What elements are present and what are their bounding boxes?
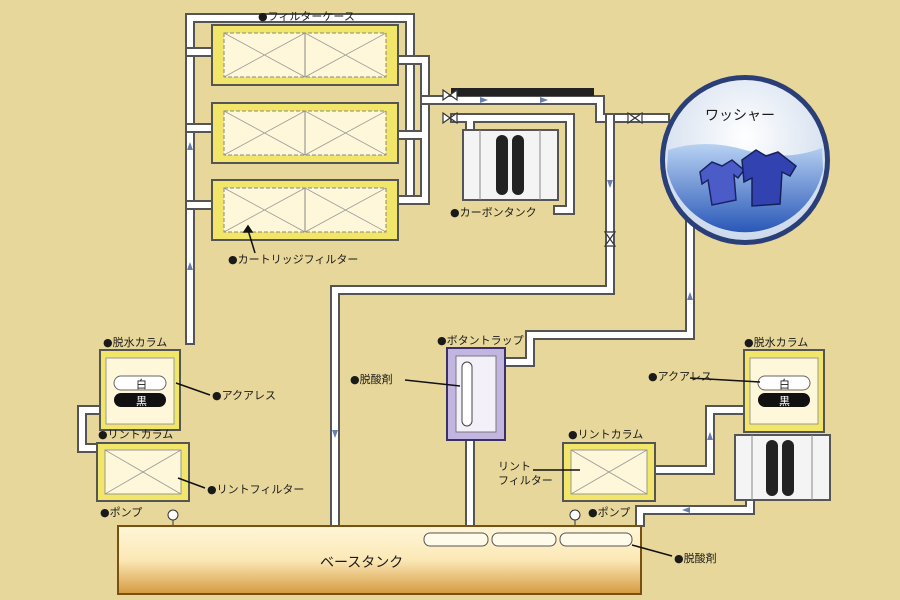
label-filter-case: ●フィルターケース [258,10,355,23]
washer [660,75,830,245]
label-button-trap: ●ボタントラップ [437,334,524,347]
label-dehydration-left: ●脱水カラム [103,335,167,349]
base-tank [117,525,642,595]
label-washer: ワッシャー [705,108,775,124]
leader-lines [175,224,761,557]
right-cartridge-unit [734,434,831,501]
dehydration-column-right [743,349,825,433]
label-deacidifier-mid: ●脱酸剤 [350,372,393,386]
pump-right-icon [569,509,581,528]
deacidifier-cartridge-2 [491,532,557,547]
label-lint-column-left: ●リントカラム [98,428,173,441]
button-trap [446,347,506,441]
filter-case-2 [211,102,399,164]
valves [442,88,643,247]
label-dehydration-right: ●脱水カラム [744,335,808,349]
carbon-tank [462,129,559,201]
valve-1 [442,88,458,102]
filter-case-1 [211,24,399,86]
label-lint-column-right: ●リントカラム [568,428,643,441]
label-deacidifier-bottom: ●脱酸剤 [674,551,717,565]
filter-case-3 [211,179,399,241]
lint-column-left [96,442,190,502]
label-black-left: 黒 [136,395,147,408]
lint-column-right [562,442,656,502]
label-lint-filter-left: ●リントフィルター [207,483,304,496]
valve-2 [442,111,458,125]
shirt-icon [699,159,746,206]
flow-arrows [187,97,713,513]
labels: ●フィルターケース ●カートリッジフィルター ●カーボンタンク ワッシャー ●脱… [98,10,808,571]
label-white-right: 白 [779,377,790,391]
label-lint-filter-right-1: リント [498,460,531,473]
valve-3 [627,111,643,125]
label-lint-filter-right-2: フィルター [498,474,553,487]
label-pump-left: ●ポンプ [100,506,142,519]
label-black-right: 黒 [779,395,790,408]
label-aqualess-right: ●アクアレス [648,370,712,383]
label-base-tank: ベースタンク [320,555,403,571]
label-aqualess-left: ●アクアレス [212,389,276,402]
deacidifier-cartridge-3 [559,532,633,547]
shirt-icon-2 [741,149,797,207]
label-white-left: 白 [136,377,147,391]
dehydration-column-left [99,349,181,431]
valve-4 [603,231,617,247]
label-cartridge-filter: ●カートリッジフィルター [228,253,358,266]
deacidifier-cartridge-1 [423,532,489,547]
label-carbon-tank: ●カーボンタンク [450,206,537,219]
label-pump-right: ●ポンプ [588,506,630,519]
